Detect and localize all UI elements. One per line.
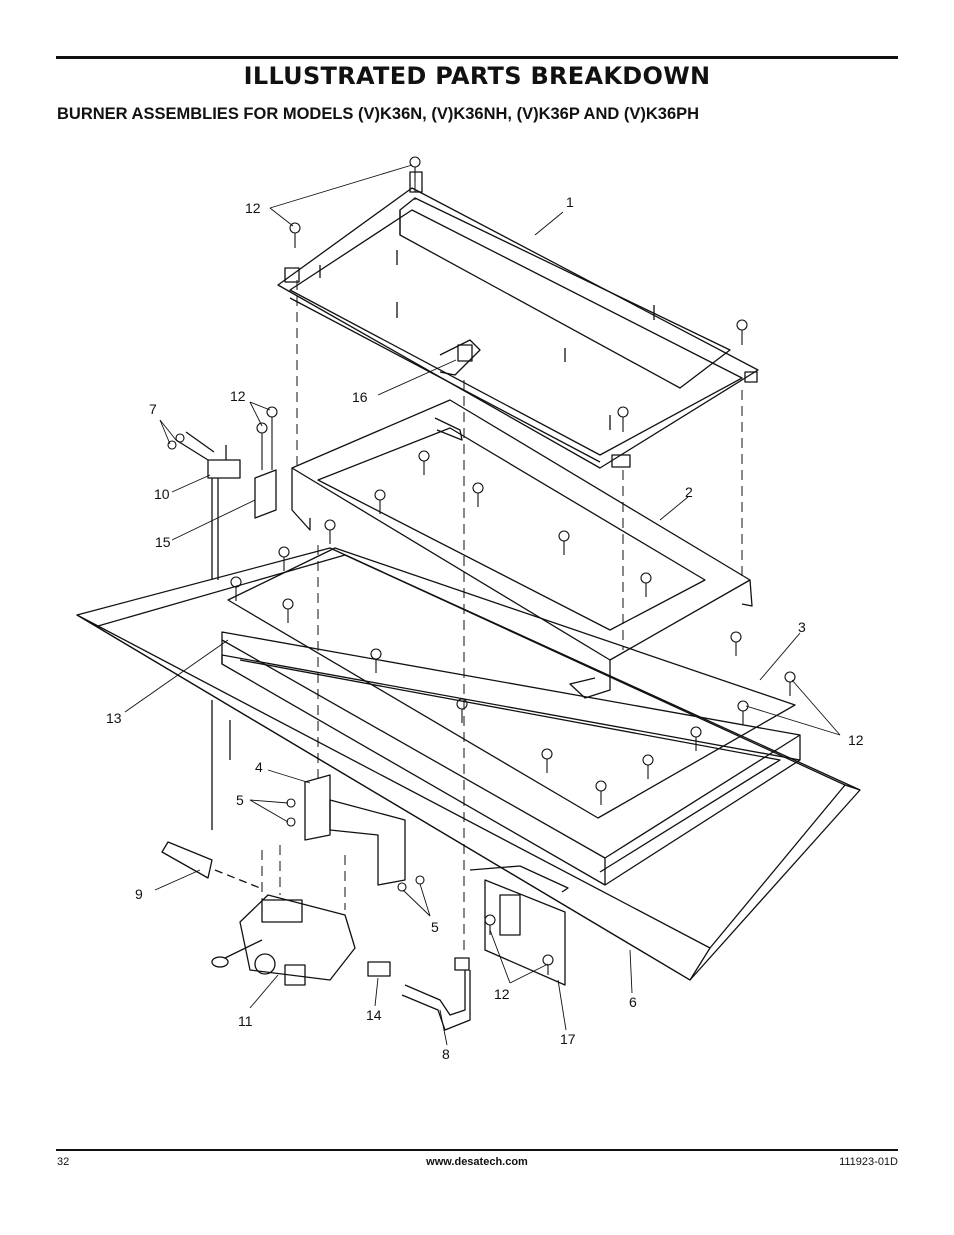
callout-11: 11 (238, 1013, 253, 1029)
callout-15: 15 (155, 534, 171, 550)
header-rule (56, 56, 898, 59)
callout-5b: 5 (431, 919, 439, 935)
part-15-pilot-bracket (254, 469, 277, 519)
part-2-burner-frame (291, 399, 753, 699)
part-4-valve-bracket (304, 774, 406, 886)
screws (167, 156, 796, 975)
part-11-gas-valve (211, 894, 356, 986)
page-number: 32 (57, 1156, 70, 1168)
part-16-orifice (457, 344, 473, 362)
part-8-gas-tube (401, 957, 471, 1031)
callout-7: 7 (149, 401, 157, 417)
callout-4: 4 (255, 759, 263, 775)
callout-12b: 12 (230, 388, 246, 404)
part-17-control-bracket (484, 879, 566, 986)
callout-2: 2 (685, 484, 693, 500)
part-9-inlet-fitting (161, 841, 261, 889)
callout-12a: 12 (245, 200, 261, 216)
part-6-base-pan (76, 547, 861, 981)
callout-1: 1 (566, 194, 574, 210)
part-3-burner-tray (221, 547, 801, 886)
part-10-pilot-assembly (175, 431, 241, 830)
callout-10: 10 (154, 486, 170, 502)
callout-12c: 12 (848, 732, 864, 748)
callout-8: 8 (442, 1046, 450, 1062)
callout-5a: 5 (236, 792, 244, 808)
callout-17: 17 (560, 1031, 576, 1047)
callout-12d: 12 (494, 986, 510, 1002)
callout-6: 6 (629, 994, 637, 1010)
callout-13: 13 (106, 710, 122, 726)
callout-16: 16 (352, 389, 368, 405)
callout-9: 9 (135, 886, 143, 902)
callout-3: 3 (798, 619, 806, 635)
page-subtitle: BURNER ASSEMBLIES FOR MODELS (V)K36N, (V… (57, 105, 700, 123)
document-number: 111923-01D (839, 1156, 898, 1168)
leader-lines (124, 164, 841, 1046)
callout-14: 14 (366, 1007, 382, 1023)
part-14-fitting (367, 961, 391, 977)
alignment-lines (261, 182, 743, 955)
website-link[interactable]: www.desatech.com (426, 1156, 528, 1168)
page-title: ILLUSTRATED PARTS BREAKDOWN (243, 62, 711, 90)
part-1-burner (277, 171, 759, 469)
footer-rule (56, 1149, 898, 1151)
callout-labels: 1 2 3 4 5 5 6 7 8 9 10 11 12 12 12 12 13… (106, 194, 864, 1062)
